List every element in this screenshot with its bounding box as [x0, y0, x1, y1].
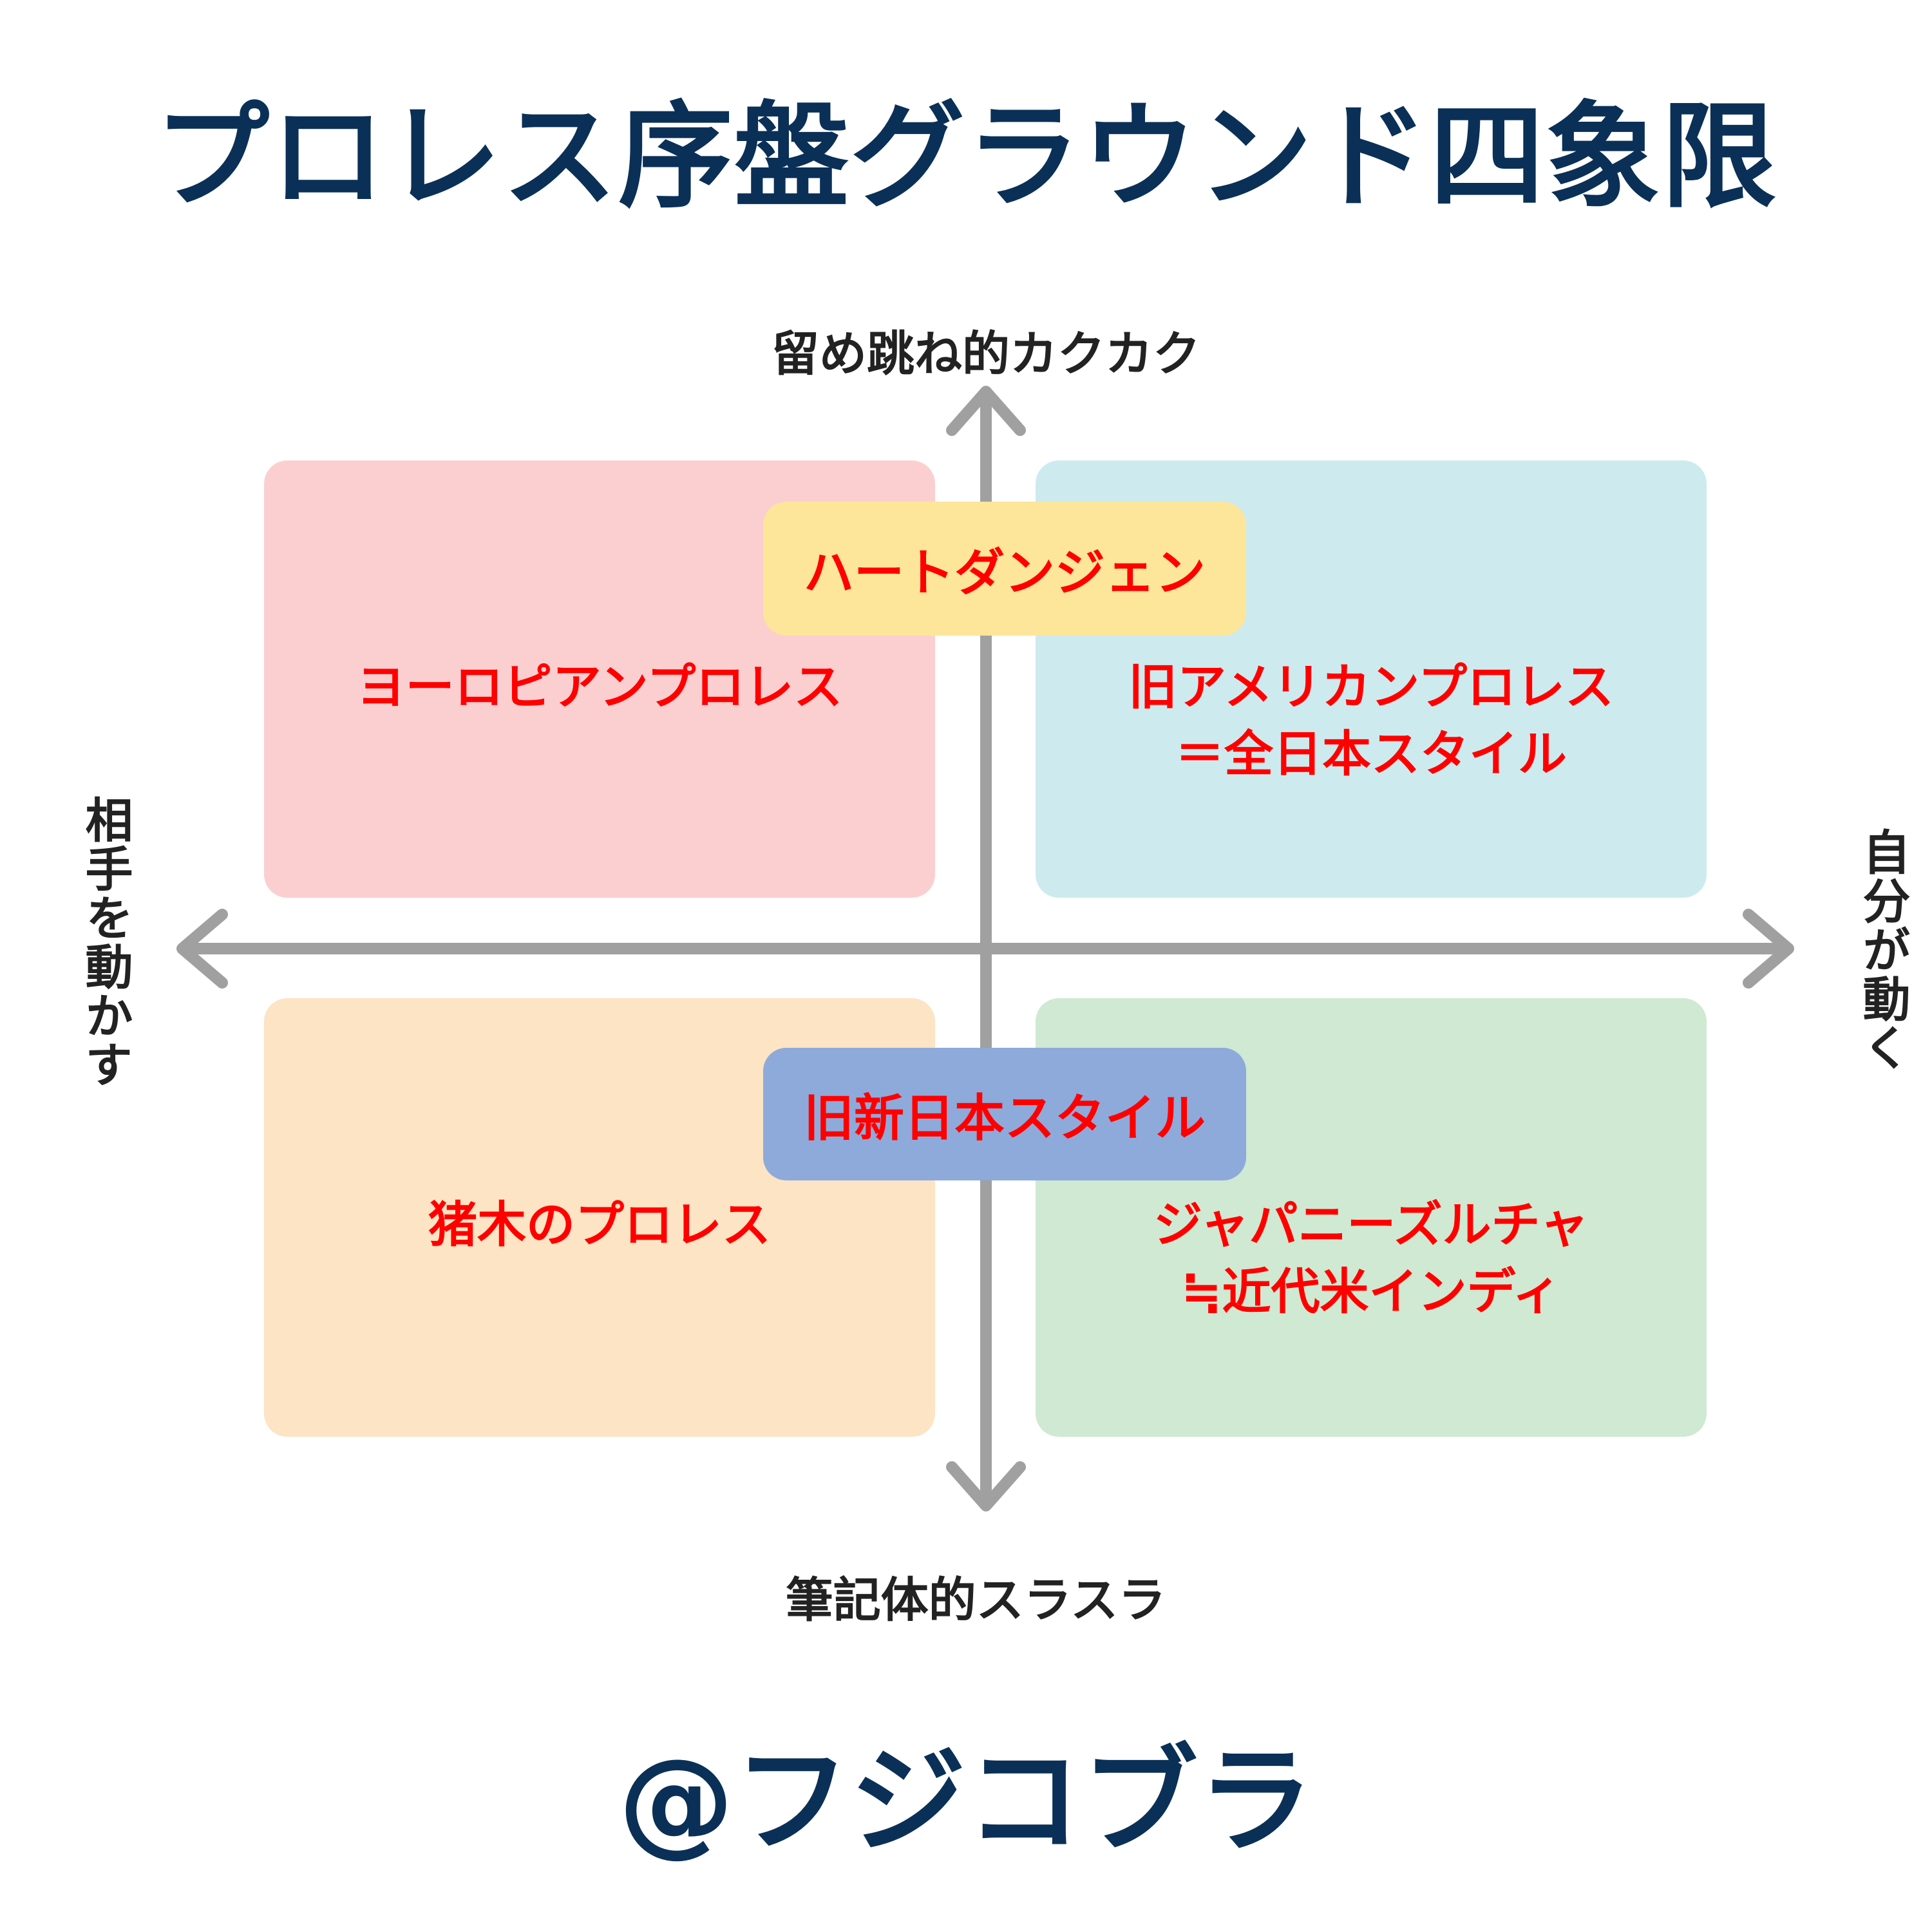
tag-bottom: 旧新日本スタイル	[763, 1048, 1246, 1180]
quadrant-label: ヨーロピアンプロレス	[356, 658, 843, 715]
quadrant-label-line2: ＝全日本スタイル	[1175, 725, 1567, 782]
diagram-title: プロレス序盤グラウンド四象限	[155, 90, 1777, 223]
arrow-up-icon	[946, 386, 1026, 436]
tag-top: ハートダンジェン	[763, 502, 1246, 636]
author-handle: @フジコブラ	[618, 1734, 1314, 1869]
arrow-left-icon	[176, 909, 228, 989]
axis-label-bottom: 筆記体的スラスラ	[785, 1573, 1166, 1628]
quadrant-label-line1: 旧アメリカンプロレス	[1128, 658, 1614, 715]
axis-label-right: 自分が動く	[1855, 828, 1910, 1072]
axis-label-left: 相手を動かす	[77, 795, 133, 1089]
arrow-down-icon	[946, 1461, 1026, 1511]
arrow-right-icon	[1743, 909, 1794, 989]
quadrant-label: 猪木のプロレス	[428, 1196, 771, 1253]
quadrant-top-right: 旧アメリカンプロレス ＝全日本スタイル	[1036, 460, 1707, 898]
axis-label-top: 留め跳ね的カクカク	[772, 327, 1200, 382]
quadrant-label-line2: ≒近代米インディ	[1180, 1263, 1562, 1320]
quadrant-label-line1: ジャパニーズルチャ	[1153, 1196, 1589, 1253]
